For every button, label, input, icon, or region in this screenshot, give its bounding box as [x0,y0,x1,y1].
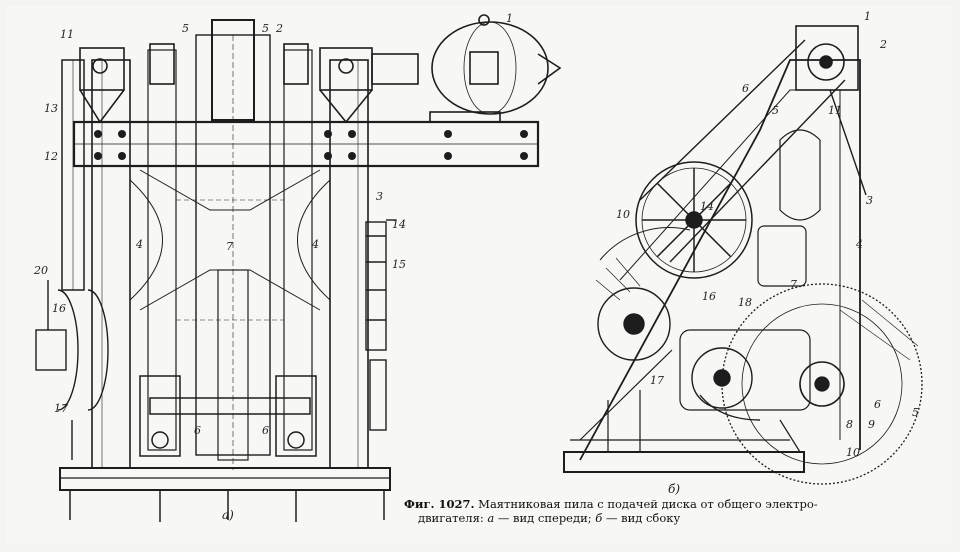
side-callout-9: 9 [868,418,875,431]
side-view [563,25,923,485]
side-callout-7: 7 [790,278,797,291]
side-frame [579,59,861,461]
caption-line1: Маятниковая пила с подачей диска от обще… [474,497,818,511]
lower-carriages [139,375,317,457]
callout-6b: 6 [262,424,269,437]
motor-pulley [795,25,859,91]
top-bearings [79,43,373,124]
callout-11: 11 [60,28,74,41]
side-callout-11: 11 [828,104,842,117]
callout-14: 14 [392,218,406,231]
caption-key-b: б [595,511,603,525]
large-pulley [635,161,753,279]
callout-4a: 4 [135,238,143,251]
side-callout-16: 16 [702,290,716,303]
flywheel-side [61,59,85,291]
callout-4b: 4 [311,238,319,251]
figure-caption: Фиг. 1027. Маятниковая пила с подачей ди… [404,497,874,525]
side-callout-5: 5 [772,104,779,117]
cross-bracing [129,169,331,321]
side-callout-8: 8 [846,418,853,431]
side-callouts: 1 2 6 5 11 3 14 4 10 16 18 7 17 8 9 10 5… [616,10,919,459]
lower-wheel [691,347,761,421]
caption-key-a: а [487,511,495,525]
drive-belt [639,39,846,263]
feed-handwheel [35,280,109,460]
base-plate [59,467,391,491]
callout-2: 2 [275,22,283,35]
callout-3: 3 [376,190,383,203]
beam-bolts [94,130,528,160]
callout-17: 17 [54,402,68,415]
caption-lead: Фиг. 1027. [404,497,475,511]
side-callout-6: 6 [742,82,749,95]
side-callout-6b: 6 [874,398,881,411]
side-base [563,451,805,473]
caption-text2b: — вид спереди; [494,511,596,525]
callout-5a: 5 [182,22,189,35]
pendulum-frame [147,19,313,470]
caption-line2: двигателя: а — вид спереди; б — вид сбок… [404,511,874,525]
electric-motor [371,14,562,123]
side-callout-5b: 5 [912,406,919,419]
view-a-label: а) [222,508,234,522]
callout-15: 15 [392,258,406,271]
foundation-bolts [69,490,385,522]
side-callout-14: 14 [700,200,714,213]
document-page [6,6,952,544]
side-callout-10a: 10 [616,208,630,221]
view-b-label: б) [668,482,681,496]
side-callout-18: 18 [738,296,752,309]
feed-gears [365,219,396,431]
callout-12: 12 [44,150,58,163]
side-callout-3: 3 [866,194,873,207]
callout-20: 20 [33,264,48,277]
side-callout-2: 2 [879,38,887,51]
side-callout-1: 1 [864,10,871,23]
caption-text2a: двигателя: [418,511,488,525]
frame-windows [679,129,821,411]
caption-text2c: — вид сбоку [602,511,681,525]
callout-16: 16 [52,302,66,315]
side-callout-4: 4 [855,238,863,251]
callout-6a: 6 [194,424,201,437]
callout-7: 7 [226,240,233,253]
callout-5b: 5 [262,22,269,35]
callout-1: 1 [506,12,513,25]
front-view [35,14,562,522]
frame-struts [579,349,801,453]
side-callout-17: 17 [650,374,664,387]
feed-wheel [595,227,691,361]
callout-13: 13 [44,102,58,115]
side-callout-10b: 10 [846,446,860,459]
front-callouts: 11 13 12 20 16 17 5 5 2 1 3 4 4 14 15 6 … [33,12,513,437]
